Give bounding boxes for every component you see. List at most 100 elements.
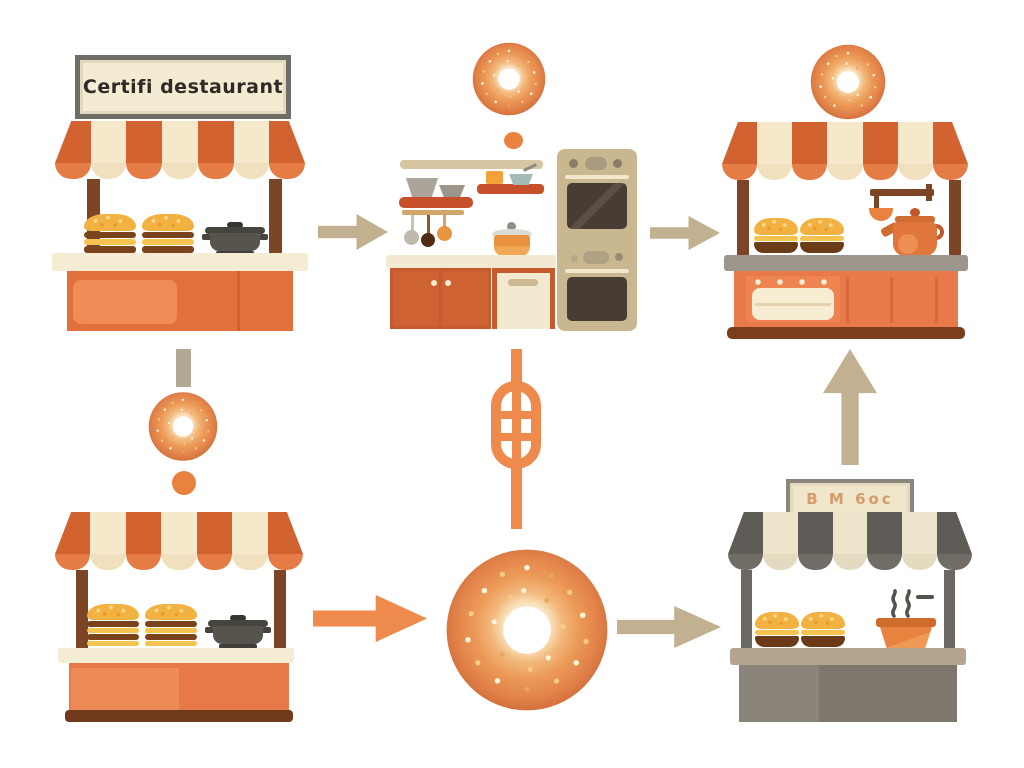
oven-trim bbox=[565, 269, 629, 273]
awning-stripe bbox=[728, 554, 763, 570]
awning-stripe bbox=[722, 164, 758, 180]
burger-bun bbox=[145, 604, 197, 620]
pot-body bbox=[213, 626, 263, 644]
kitchen-top-rail bbox=[400, 160, 543, 169]
awning bbox=[728, 512, 973, 570]
burger-bun bbox=[87, 604, 139, 620]
bowl-icon bbox=[406, 178, 438, 198]
stall-post-left bbox=[737, 180, 749, 258]
awning-stripe-row bbox=[55, 121, 305, 163]
pot-knob bbox=[227, 222, 243, 228]
base-panel-dark bbox=[819, 665, 957, 722]
burger-bun bbox=[142, 214, 194, 231]
hanging-rail bbox=[402, 210, 464, 215]
oven-window bbox=[567, 183, 627, 229]
flow-arrow-right-icon bbox=[650, 216, 720, 250]
ladle-icon bbox=[421, 233, 435, 247]
awning-stripe bbox=[196, 512, 233, 554]
burger-icon bbox=[801, 612, 845, 647]
stall-base bbox=[739, 665, 957, 722]
awning-stripe bbox=[162, 121, 198, 163]
burger-patty bbox=[145, 634, 197, 640]
awning-scallop-row bbox=[55, 163, 306, 179]
flow-arrow-right-icon bbox=[318, 214, 388, 250]
awning-stripe bbox=[832, 554, 868, 570]
stall-post-right bbox=[949, 180, 961, 258]
cooking-pot-icon bbox=[205, 615, 271, 649]
bagel-icon-large bbox=[446, 549, 608, 711]
counter-top bbox=[730, 648, 966, 665]
awning-stripe bbox=[937, 512, 972, 554]
burger-icon bbox=[87, 604, 139, 646]
burger-cheese bbox=[754, 236, 798, 241]
butter-block-icon bbox=[486, 171, 503, 184]
base-divider bbox=[935, 277, 938, 323]
awning-stripe bbox=[762, 512, 798, 554]
awning-stripe bbox=[862, 164, 898, 180]
stall-post-left bbox=[76, 570, 88, 650]
kettle-icon bbox=[879, 208, 944, 256]
stall-post-right bbox=[274, 570, 286, 650]
pot-lid bbox=[208, 620, 268, 627]
stall-base bbox=[69, 663, 289, 710]
base-panel bbox=[71, 668, 179, 710]
awning-stripe bbox=[902, 554, 938, 570]
pot-handle bbox=[205, 627, 214, 633]
stall-post-right bbox=[269, 179, 282, 255]
orange-pot-icon bbox=[490, 222, 534, 256]
dishwasher bbox=[492, 268, 555, 329]
awning-stripe bbox=[55, 163, 91, 179]
burger-icon bbox=[755, 612, 799, 647]
counter-top bbox=[724, 255, 968, 271]
awning-stripe bbox=[897, 122, 933, 164]
bagel-icon bbox=[472, 42, 546, 116]
base-divider bbox=[846, 277, 849, 323]
awning-stripe bbox=[125, 554, 162, 570]
awning-stripe bbox=[55, 121, 91, 163]
stall-sign: Certifi destaurant bbox=[75, 55, 291, 119]
oven-knob bbox=[571, 255, 578, 262]
orange-pot-icon bbox=[876, 618, 936, 650]
shelf bbox=[477, 184, 544, 194]
capsule-bar bbox=[511, 391, 521, 459]
pot-base bbox=[219, 644, 257, 649]
burger-bun bbox=[801, 612, 845, 629]
sign-text: Certifi destaurant bbox=[82, 76, 284, 98]
awning-stripe bbox=[932, 122, 968, 164]
oven-knob bbox=[613, 159, 622, 168]
awning-stripe bbox=[937, 554, 973, 570]
pot-handle bbox=[262, 627, 271, 633]
awning-stripe bbox=[867, 554, 903, 570]
counter-top bbox=[58, 648, 294, 663]
burger-icon bbox=[754, 218, 798, 253]
stall-bottom-bar bbox=[727, 327, 965, 339]
awning-stripe bbox=[797, 512, 833, 554]
base-panel bbox=[73, 280, 177, 324]
burger-patty bbox=[84, 232, 136, 238]
awning bbox=[55, 512, 303, 570]
stall-post-left bbox=[741, 570, 752, 652]
pot-body bbox=[210, 233, 260, 251]
burger-middle-bun bbox=[142, 239, 194, 245]
awning-stripe bbox=[762, 554, 798, 570]
burger-bun bbox=[800, 218, 844, 235]
burger-icon bbox=[84, 214, 136, 253]
awning-stripe bbox=[90, 121, 127, 163]
kitchen-counter-top bbox=[386, 255, 556, 268]
pot-knob bbox=[507, 222, 516, 231]
awning-stripe bbox=[797, 554, 833, 570]
hanging-ladle-icon bbox=[869, 208, 893, 221]
awning-stripe bbox=[932, 164, 968, 180]
awning-stripe bbox=[827, 122, 863, 164]
kitchen-cabinet bbox=[390, 268, 491, 329]
counter-top bbox=[52, 253, 308, 271]
awning-stripe bbox=[897, 164, 933, 180]
kettle-lid bbox=[895, 216, 935, 223]
awning-stripe bbox=[161, 512, 197, 554]
awning-stripe bbox=[862, 122, 898, 164]
awning-stripe bbox=[197, 163, 234, 179]
awning-stripe bbox=[267, 554, 303, 570]
flow-arrow-right-icon bbox=[313, 595, 427, 642]
awning-stripe bbox=[197, 121, 234, 163]
burger-icon bbox=[800, 218, 844, 253]
